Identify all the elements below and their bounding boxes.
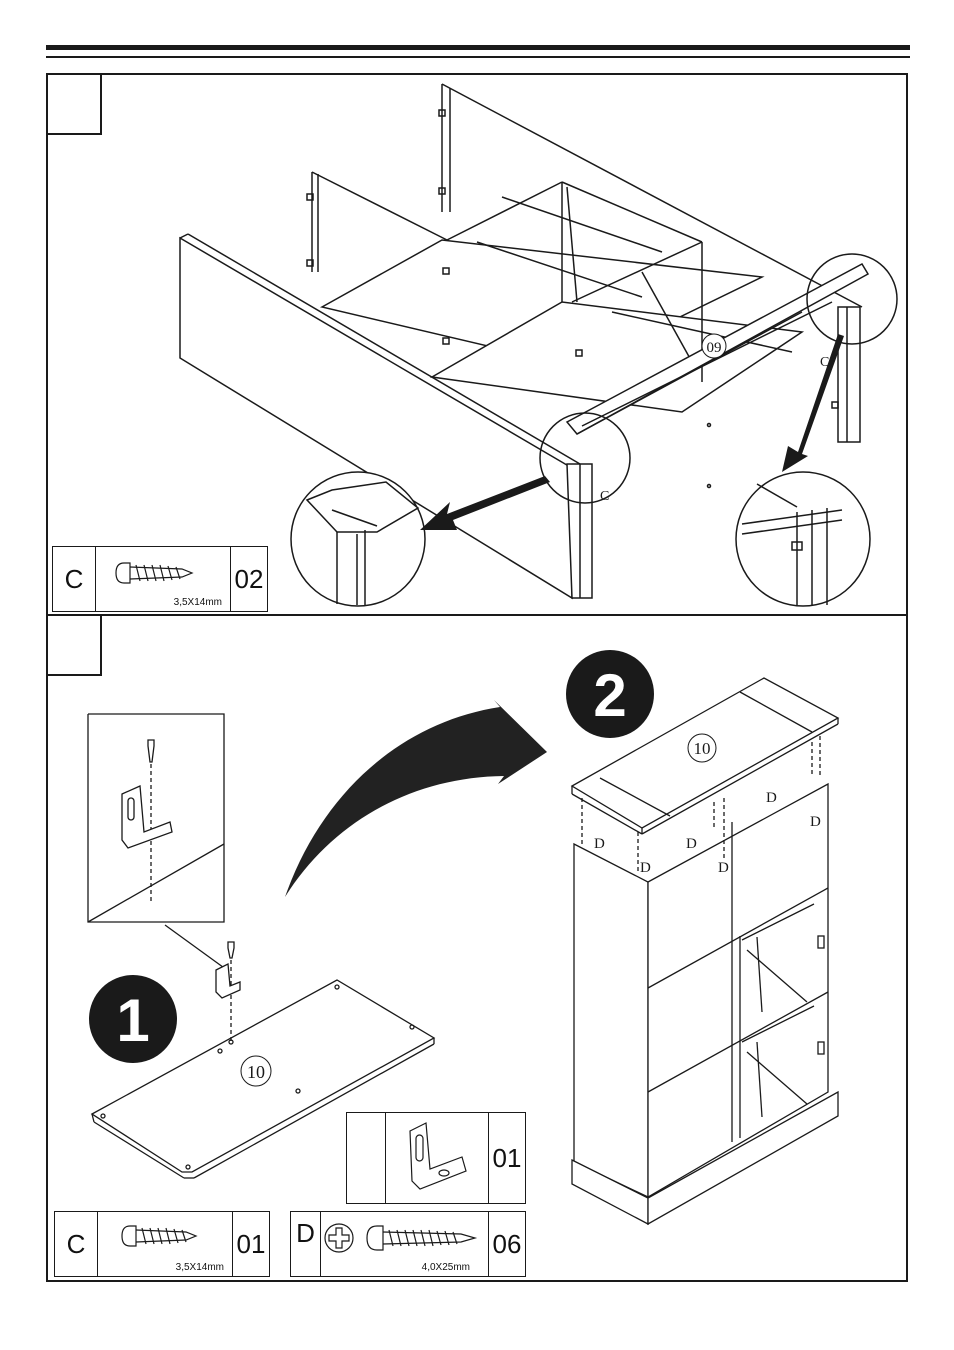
hardware-d-box: D 4,0X25mm 06 bbox=[290, 1211, 526, 1277]
header-rule-thick bbox=[46, 45, 910, 50]
wood-screw-icon bbox=[115, 562, 194, 584]
phillips-screw-icon bbox=[324, 1223, 478, 1253]
screw-mark-c-left: C bbox=[600, 489, 609, 504]
hardware-c-step2-letter: C bbox=[55, 1212, 98, 1276]
step-one-drawing: 09 C C bbox=[179, 83, 898, 607]
hardware-c-box: C 3,5X14mm 02 bbox=[52, 546, 268, 612]
step-one-panel: 09 C C C 3,5X14mm 02 bbox=[46, 73, 908, 616]
step-two-number-box bbox=[46, 614, 102, 676]
angle-bracket-icon bbox=[409, 1122, 467, 1190]
bracket-picture bbox=[386, 1113, 489, 1203]
step-two-drawing: 2 1 10 10 D D D D D D bbox=[87, 650, 840, 1226]
step-one-number-box bbox=[46, 73, 102, 135]
substep-two-marker: 2 bbox=[593, 662, 626, 729]
screw-mark-d-3: D bbox=[686, 836, 697, 852]
hardware-d-letter: D bbox=[291, 1212, 321, 1276]
hardware-c-quantity: 02 bbox=[234, 563, 264, 594]
header-rule-thin bbox=[46, 56, 910, 58]
hardware-c-step2-size: 3,5X14mm bbox=[175, 1262, 224, 1273]
hardware-c-step2-box: C 3,5X14mm 01 bbox=[54, 1211, 270, 1277]
step-two-panel: 2 1 10 10 D D D D D D 0 bbox=[46, 614, 908, 1282]
hardware-d-quantity: 06 bbox=[492, 1228, 522, 1259]
hardware-d-size: 4,0X25mm bbox=[421, 1262, 470, 1273]
bracket-quantity: 01 bbox=[492, 1142, 522, 1173]
screw-mark-d-1: D bbox=[594, 836, 605, 852]
bracket-letter-cell bbox=[347, 1113, 386, 1203]
wood-screw-icon bbox=[121, 1225, 198, 1247]
part-label-09: 09 bbox=[707, 340, 722, 356]
hardware-c-letter: C bbox=[53, 547, 96, 611]
board-label-10: 10 bbox=[247, 1062, 265, 1082]
substep-one-marker: 1 bbox=[116, 987, 149, 1054]
bracket-box: 01 bbox=[346, 1112, 526, 1204]
screw-mark-c-right: C bbox=[820, 355, 829, 370]
cabinet-top-label-10: 10 bbox=[694, 739, 711, 758]
screw-mark-d-2: D bbox=[640, 860, 651, 876]
hardware-c-size: 3,5X14mm bbox=[173, 597, 222, 608]
hardware-c-step2-quantity: 01 bbox=[236, 1228, 266, 1259]
screw-mark-d-4: D bbox=[718, 860, 729, 876]
hardware-c-picture: 3,5X14mm bbox=[96, 547, 231, 611]
screw-mark-d-5: D bbox=[766, 790, 777, 806]
screw-mark-d-6: D bbox=[810, 814, 821, 830]
hardware-d-picture: 4,0X25mm bbox=[321, 1212, 489, 1276]
hardware-c-step2-picture: 3,5X14mm bbox=[98, 1212, 233, 1276]
